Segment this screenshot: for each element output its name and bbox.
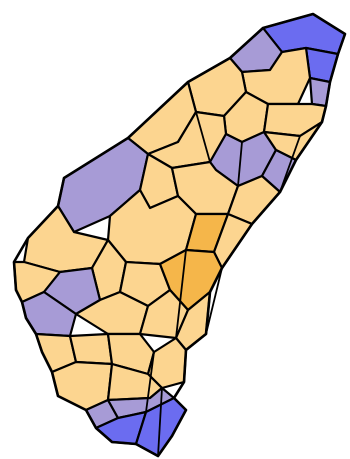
cell-orange-21 bbox=[70, 334, 112, 364]
